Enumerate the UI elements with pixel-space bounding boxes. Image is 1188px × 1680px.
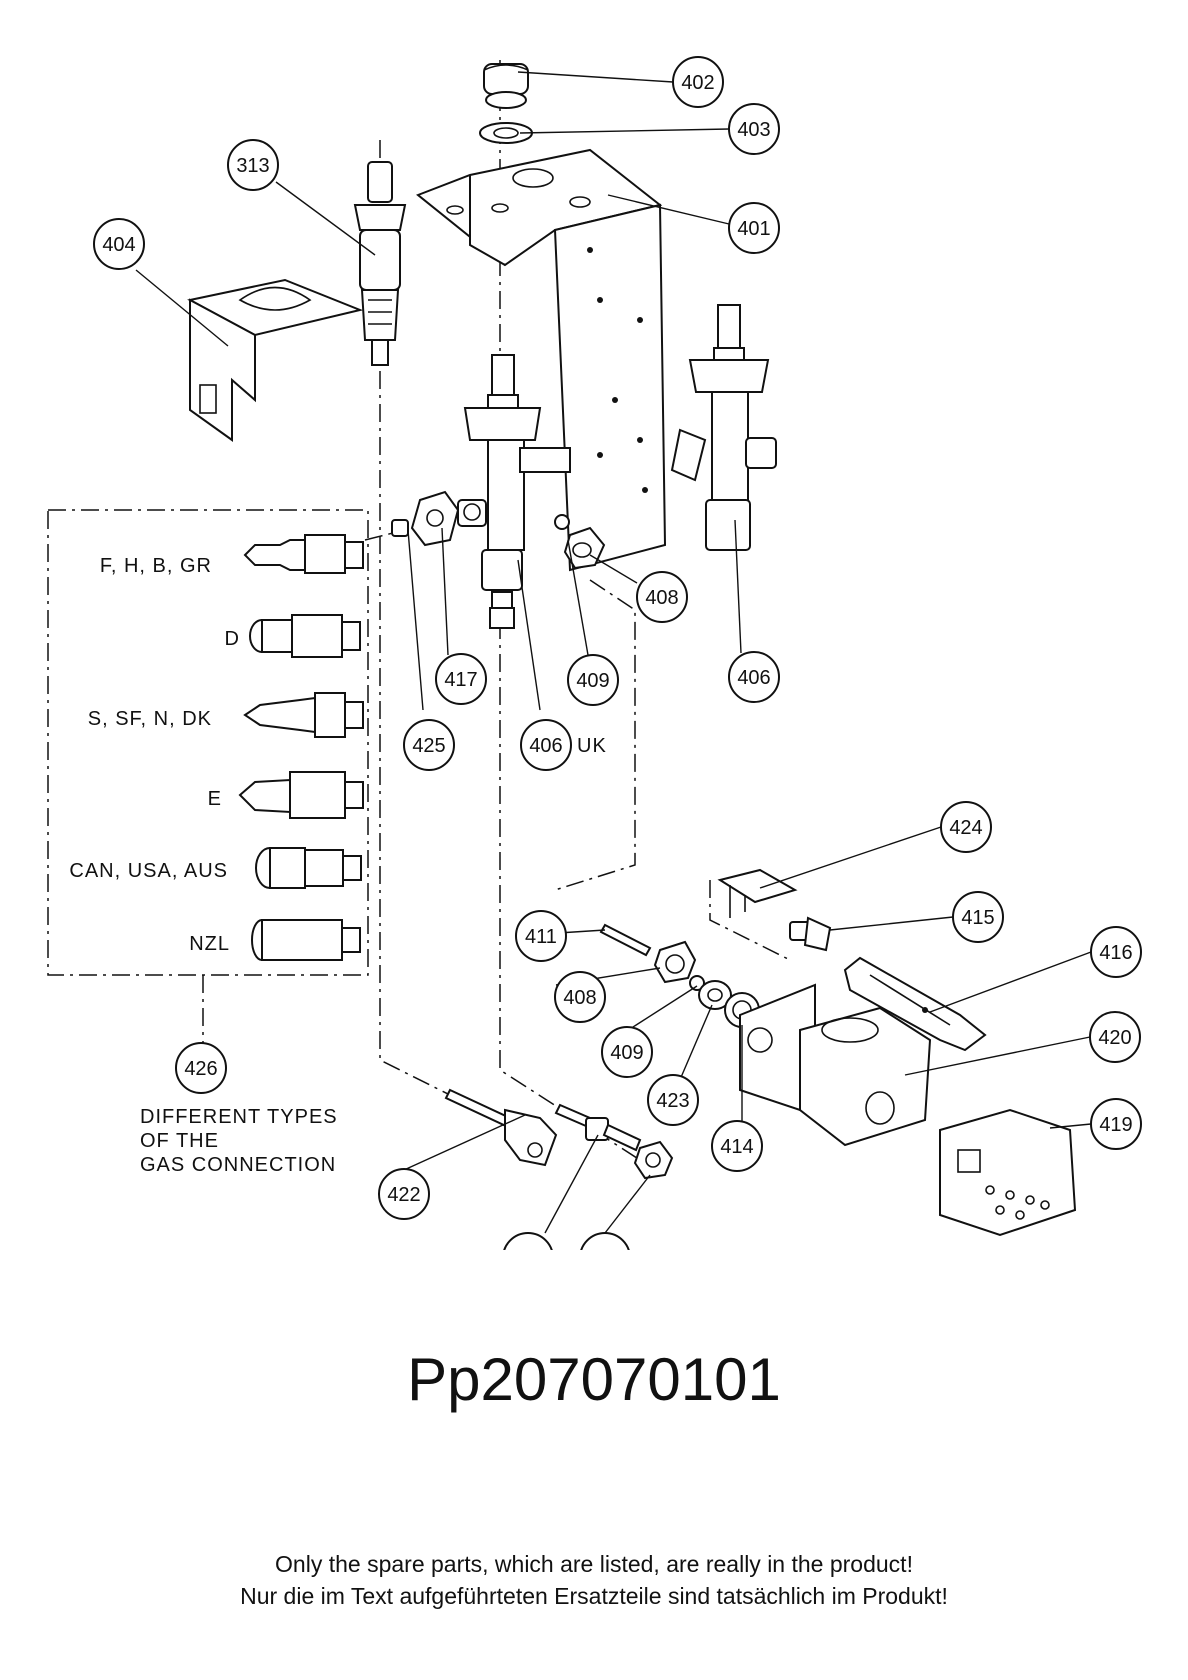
svg-text:410: 410 xyxy=(511,1248,544,1250)
callout-423: 423 xyxy=(647,1074,699,1126)
gas-connection-types xyxy=(238,534,364,961)
exploded-parts-diagram: 402 403 401 313 404 406 408 409 417 425 … xyxy=(47,56,1142,1250)
note-german: Nur die im Text aufgeführteten Ersatztei… xyxy=(240,1583,948,1609)
connector-s xyxy=(243,692,364,738)
svg-text:408: 408 xyxy=(563,987,596,1009)
callout-414: 414 xyxy=(711,1120,763,1172)
callout-401: 401 xyxy=(728,202,780,254)
callout-415: 415 xyxy=(952,891,1004,943)
callout-402: 402 xyxy=(672,56,724,108)
label-d: D xyxy=(225,628,240,650)
connector-can-usa-aus xyxy=(255,847,362,889)
gas-connection-labels: F, H, B, GR D S, SF, N, DK E CAN, USA, A… xyxy=(69,555,240,955)
uk-label: UK xyxy=(577,735,607,757)
label-fhbgr: F, H, B, GR xyxy=(100,555,212,577)
part-410-thermocouple xyxy=(554,1103,642,1152)
callout-419: 419 xyxy=(1090,1098,1142,1150)
svg-text:GAS CONNECTION: GAS CONNECTION xyxy=(140,1154,336,1176)
svg-text:408: 408 xyxy=(645,587,678,609)
callout-424: 424 xyxy=(940,801,992,853)
svg-text:313: 313 xyxy=(236,155,269,177)
note-english: Only the spare parts, which are listed, … xyxy=(275,1551,913,1577)
svg-text:423: 423 xyxy=(656,1090,689,1112)
connector-d xyxy=(249,614,361,658)
part-409-ring-lower xyxy=(689,975,705,991)
svg-text:417: 417 xyxy=(444,669,477,691)
part-422-thermocouple-bracket xyxy=(444,1088,558,1167)
callout-409-upper: 409 xyxy=(567,654,619,706)
svg-text:406: 406 xyxy=(737,667,770,689)
callout-408-upper: 408 xyxy=(636,571,688,623)
callout-406-uk: 406 xyxy=(520,719,572,771)
part-424-clip xyxy=(717,868,798,918)
connector-fhbgr xyxy=(243,534,364,574)
part-callouts: 402 403 401 313 404 406 408 409 417 425 … xyxy=(93,56,1142,1250)
part-404-bracket xyxy=(187,278,364,442)
svg-text:420: 420 xyxy=(1098,1027,1131,1049)
svg-text:426: 426 xyxy=(184,1058,217,1080)
svg-text:414: 414 xyxy=(720,1136,753,1158)
svg-text:403: 403 xyxy=(737,119,770,141)
svg-text:425: 425 xyxy=(412,735,445,757)
svg-text:401: 401 xyxy=(737,218,770,240)
part-420-housing xyxy=(739,983,932,1147)
drawing-number: Pp207070101 xyxy=(407,1346,781,1413)
part-425-sleeve xyxy=(391,519,409,537)
callout-421: 421 xyxy=(580,1232,630,1250)
callout-420: 420 xyxy=(1089,1011,1141,1063)
callout-426: 426 xyxy=(175,1042,227,1094)
part-423-nut xyxy=(698,980,732,1010)
svg-text:409: 409 xyxy=(576,670,609,692)
callout-416: 416 xyxy=(1090,926,1142,978)
part-411-rod xyxy=(599,923,652,957)
svg-text:402: 402 xyxy=(681,72,714,94)
callout-422: 422 xyxy=(378,1168,430,1220)
part-409-ring xyxy=(554,514,570,530)
svg-text:409: 409 xyxy=(610,1042,643,1064)
part-401-bracket xyxy=(416,148,667,572)
callout-403: 403 xyxy=(728,103,780,155)
part-419-bracket xyxy=(939,1108,1077,1237)
callout-411: 411 xyxy=(515,910,567,962)
callout-425: 425 xyxy=(403,719,455,771)
callout-408-lower: 408 xyxy=(554,971,606,1023)
label-nzl: NZL xyxy=(189,933,230,955)
connector-nzl xyxy=(251,919,361,961)
svg-text:421: 421 xyxy=(588,1248,621,1250)
svg-text:422: 422 xyxy=(387,1184,420,1206)
svg-text:416: 416 xyxy=(1099,942,1132,964)
part-402-knob xyxy=(483,63,529,109)
callout-404: 404 xyxy=(93,218,145,270)
part-408-nut-lower xyxy=(653,940,697,984)
connector-e xyxy=(238,771,364,819)
svg-text:415: 415 xyxy=(961,907,994,929)
label-can-usa-aus: CAN, USA, AUS xyxy=(69,860,228,882)
svg-text:DIFFERENT TYPES: DIFFERENT TYPES xyxy=(140,1106,338,1128)
label-e: E xyxy=(208,788,222,810)
part-416-burner xyxy=(843,956,987,1052)
part-417-nut xyxy=(410,490,487,547)
part-415-nozzle xyxy=(789,916,832,952)
part-313-ignitor xyxy=(353,161,407,366)
callout-410: 410 xyxy=(503,1232,553,1250)
svg-text:406: 406 xyxy=(529,735,562,757)
part-406-valve xyxy=(670,304,777,551)
svg-text:424: 424 xyxy=(949,817,982,839)
gas-connection-caption: DIFFERENT TYPES OF THE GAS CONNECTION xyxy=(140,1106,338,1176)
svg-text:419: 419 xyxy=(1099,1114,1132,1136)
label-s: S, SF, N, DK xyxy=(88,708,212,730)
svg-text:404: 404 xyxy=(102,234,135,256)
svg-text:411: 411 xyxy=(525,926,557,948)
svg-text:OF THE: OF THE xyxy=(140,1130,219,1152)
callout-417: 417 xyxy=(435,653,487,705)
part-421-nut xyxy=(633,1140,674,1180)
callout-406-right: 406 xyxy=(728,651,780,703)
part-406-uk-valve xyxy=(463,354,571,629)
callout-409-lower: 409 xyxy=(601,1026,653,1078)
callout-313: 313 xyxy=(227,139,279,191)
